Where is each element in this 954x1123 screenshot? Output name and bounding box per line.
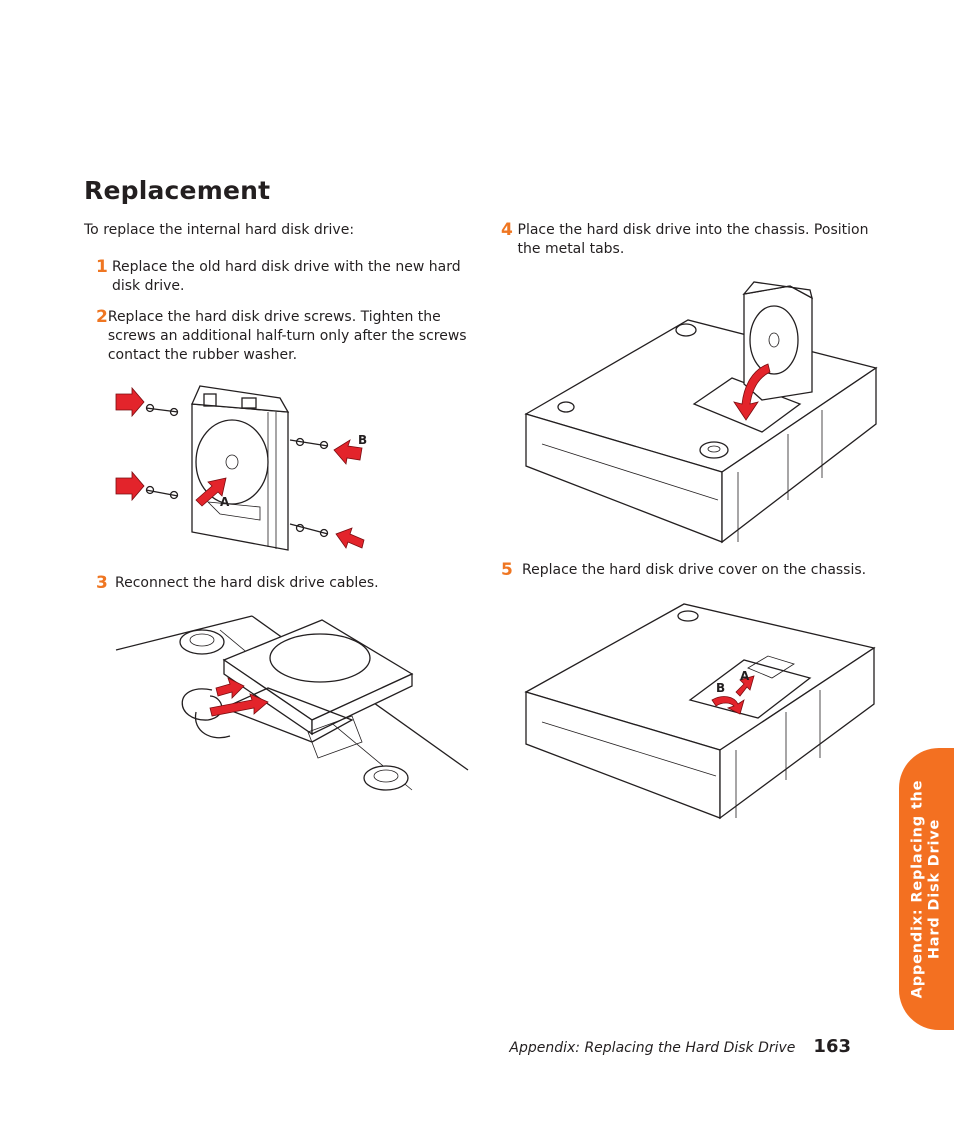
step-text: Place the hard disk drive into the chass… [517, 222, 869, 257]
arrow-icon [195, 477, 227, 507]
figure-replace-cover: A B [524, 603, 876, 820]
arrow-icon [215, 677, 245, 699]
page-footer: Appendix: Replacing the Hard Disk Drive … [509, 1036, 851, 1057]
arrow-icon [335, 527, 365, 549]
arrow-icon [115, 386, 145, 418]
step-1: 1 Replace the old hard disk drive with t… [84, 258, 469, 296]
arrow-icon [333, 439, 363, 465]
label-b: B [358, 433, 367, 447]
arrow-icon [209, 693, 269, 717]
curved-arrow-icon [711, 696, 745, 715]
step-number: 5 [501, 560, 513, 580]
section-tab-line1: Appendix: Replacing the [909, 779, 925, 999]
curved-arrow-icon [733, 363, 771, 421]
step-number: 3 [96, 573, 108, 593]
footer-title: Appendix: Replacing the Hard Disk Drive [509, 1040, 796, 1056]
figure-replace-screws: A B [115, 385, 367, 551]
arrow-icon [735, 675, 755, 697]
section-tab [899, 748, 954, 1030]
step-text: Reconnect the hard disk drive cables. [115, 575, 379, 591]
step-5: 5 Replace the hard disk drive cover on t… [501, 561, 881, 580]
screw-icon [289, 523, 329, 538]
figure-reconnect-cables [115, 615, 469, 791]
label-a: A [220, 495, 230, 509]
page-title: Replacement [84, 176, 271, 205]
step-number: 1 [96, 257, 108, 277]
figure-place-drive [524, 281, 878, 544]
label-b: B [716, 681, 725, 695]
screw-icon [289, 437, 329, 450]
intro-text: To replace the internal hard disk drive: [84, 222, 355, 238]
section-tab-label: Appendix: Replacing the Hard Disk Drive [897, 748, 954, 1030]
screw-icon [145, 485, 179, 500]
screw-icon [145, 403, 179, 417]
step-number: 2 [96, 307, 108, 327]
step-2: 2 Replace the hard disk drive screws. Ti… [84, 308, 469, 365]
step-text: Replace the hard disk drive screws. Tigh… [107, 309, 467, 363]
step-number: 4 [501, 220, 513, 240]
step-text: Replace the hard disk drive cover on the… [522, 562, 867, 578]
label-a: A [740, 669, 750, 683]
arrow-icon [115, 470, 145, 502]
section-tab-line2: Hard Disk Drive [926, 818, 942, 960]
page-number: 163 [813, 1036, 851, 1057]
step-3: 3 Reconnect the hard disk drive cables. [84, 574, 469, 593]
step-text: Replace the old hard disk drive with the… [111, 259, 461, 294]
step-4: 4 Place the hard disk drive into the cha… [501, 221, 881, 259]
